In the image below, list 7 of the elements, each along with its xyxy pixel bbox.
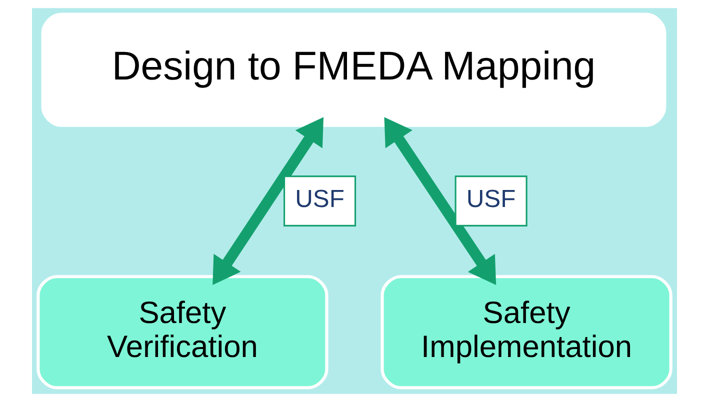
node-box: Safety Implementation bbox=[380, 275, 672, 390]
arrow bbox=[384, 117, 496, 285]
node-box: Design to FMEDA Mapping bbox=[40, 12, 666, 127]
edge-label: USF bbox=[294, 186, 344, 213]
node-box: Safety Verification bbox=[36, 275, 328, 390]
edge-label: USF bbox=[466, 186, 516, 213]
arrow bbox=[212, 117, 324, 285]
